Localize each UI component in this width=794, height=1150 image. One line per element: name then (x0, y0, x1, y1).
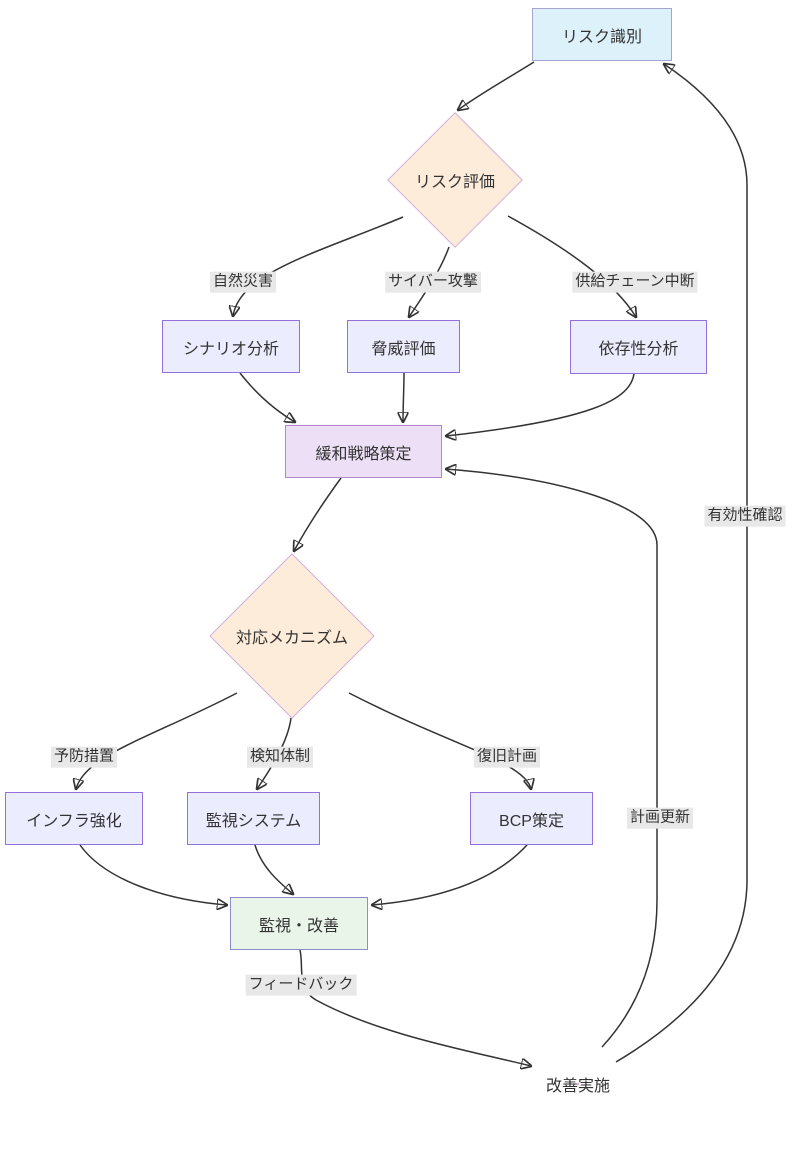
node-improvement-implementation-label: 改善実施 (545, 1078, 610, 1095)
edge-depend-to-mitigation (446, 373, 635, 436)
node-threat-evaluation-label: 脅威評価 (371, 340, 436, 358)
node-infrastructure-strengthening: インフラ強化 (5, 792, 143, 845)
edge-label-recovery-plan: 復旧計画 (473, 746, 541, 768)
node-scenario-analysis: シナリオ分析 (162, 320, 300, 373)
edge-response-to-bcp (348, 692, 531, 789)
node-monitoring-system: 監視システム (187, 792, 320, 845)
edge-label-plan-update: 計画更新 (626, 807, 694, 829)
node-threat-evaluation: 脅威評価 (347, 320, 460, 373)
edge-label-feedback: フィードバック (245, 974, 357, 996)
node-mitigation-strategy-label: 緩和戦略策定 (315, 445, 412, 463)
node-mitigation-strategy: 緩和戦略策定 (285, 425, 442, 478)
node-risk-identification: リスク識別 (532, 8, 672, 61)
node-risk-identification-label: リスク識別 (561, 28, 642, 46)
node-bcp-development-label: BCP策定 (499, 812, 564, 830)
node-risk-evaluation-label: リスク評価 (414, 174, 495, 191)
edge-label-cyber-attack: サイバー攻撃 (385, 271, 481, 293)
edge-label-detection-system: 検知体制 (246, 746, 314, 768)
node-monitoring-system-label: 監視システム (205, 812, 302, 830)
node-monitoring-improvement-label: 監視・改善 (258, 917, 339, 935)
edge-label-supply-chain-disruption: 供給チェーン中断 (572, 271, 698, 293)
edge-threat-to-mitigation (403, 372, 404, 422)
edge-risk-id-to-risk-eval (458, 61, 535, 110)
node-response-mechanism: 対応メカニズム (209, 553, 375, 719)
edge-label-natural-disaster: 自然災害 (209, 271, 277, 293)
edge-risk-eval-to-depend (507, 215, 636, 317)
node-response-mechanism-label: 対応メカニズム (235, 630, 348, 647)
node-infrastructure-strengthening-label: インフラ強化 (26, 812, 122, 830)
edge-mitigation-to-response (294, 477, 342, 551)
edge-improve-to-mitigation (446, 469, 658, 1048)
node-scenario-analysis-label: シナリオ分析 (182, 340, 279, 358)
edge-risk-eval-to-scenario (233, 216, 404, 316)
node-monitoring-improvement: 監視・改善 (230, 897, 368, 950)
node-dependency-analysis-label: 依存性分析 (598, 341, 679, 358)
edge-monitor-improve-to-improve (299, 949, 531, 1066)
node-risk-evaluation: リスク評価 (387, 112, 523, 248)
edge-infra-to-monitor-improve (79, 844, 227, 905)
edge-bcp-to-monitor-improve (372, 844, 528, 905)
edge-improve-to-risk-id (615, 64, 748, 1063)
edge-label-preventive-measures: 予防措置 (50, 746, 118, 768)
node-bcp-development: BCP策定 (470, 792, 593, 845)
edge-response-to-infra (76, 692, 238, 789)
node-improvement-implementation: 改善実施 (519, 1025, 637, 1143)
edge-monitor-sys-to-monitor-improve (254, 844, 293, 894)
node-dependency-analysis: 依存性分析 (570, 320, 707, 374)
edge-label-effectiveness-check: 有効性確認 (704, 505, 786, 527)
edge-scenario-to-mitigation (239, 372, 295, 422)
